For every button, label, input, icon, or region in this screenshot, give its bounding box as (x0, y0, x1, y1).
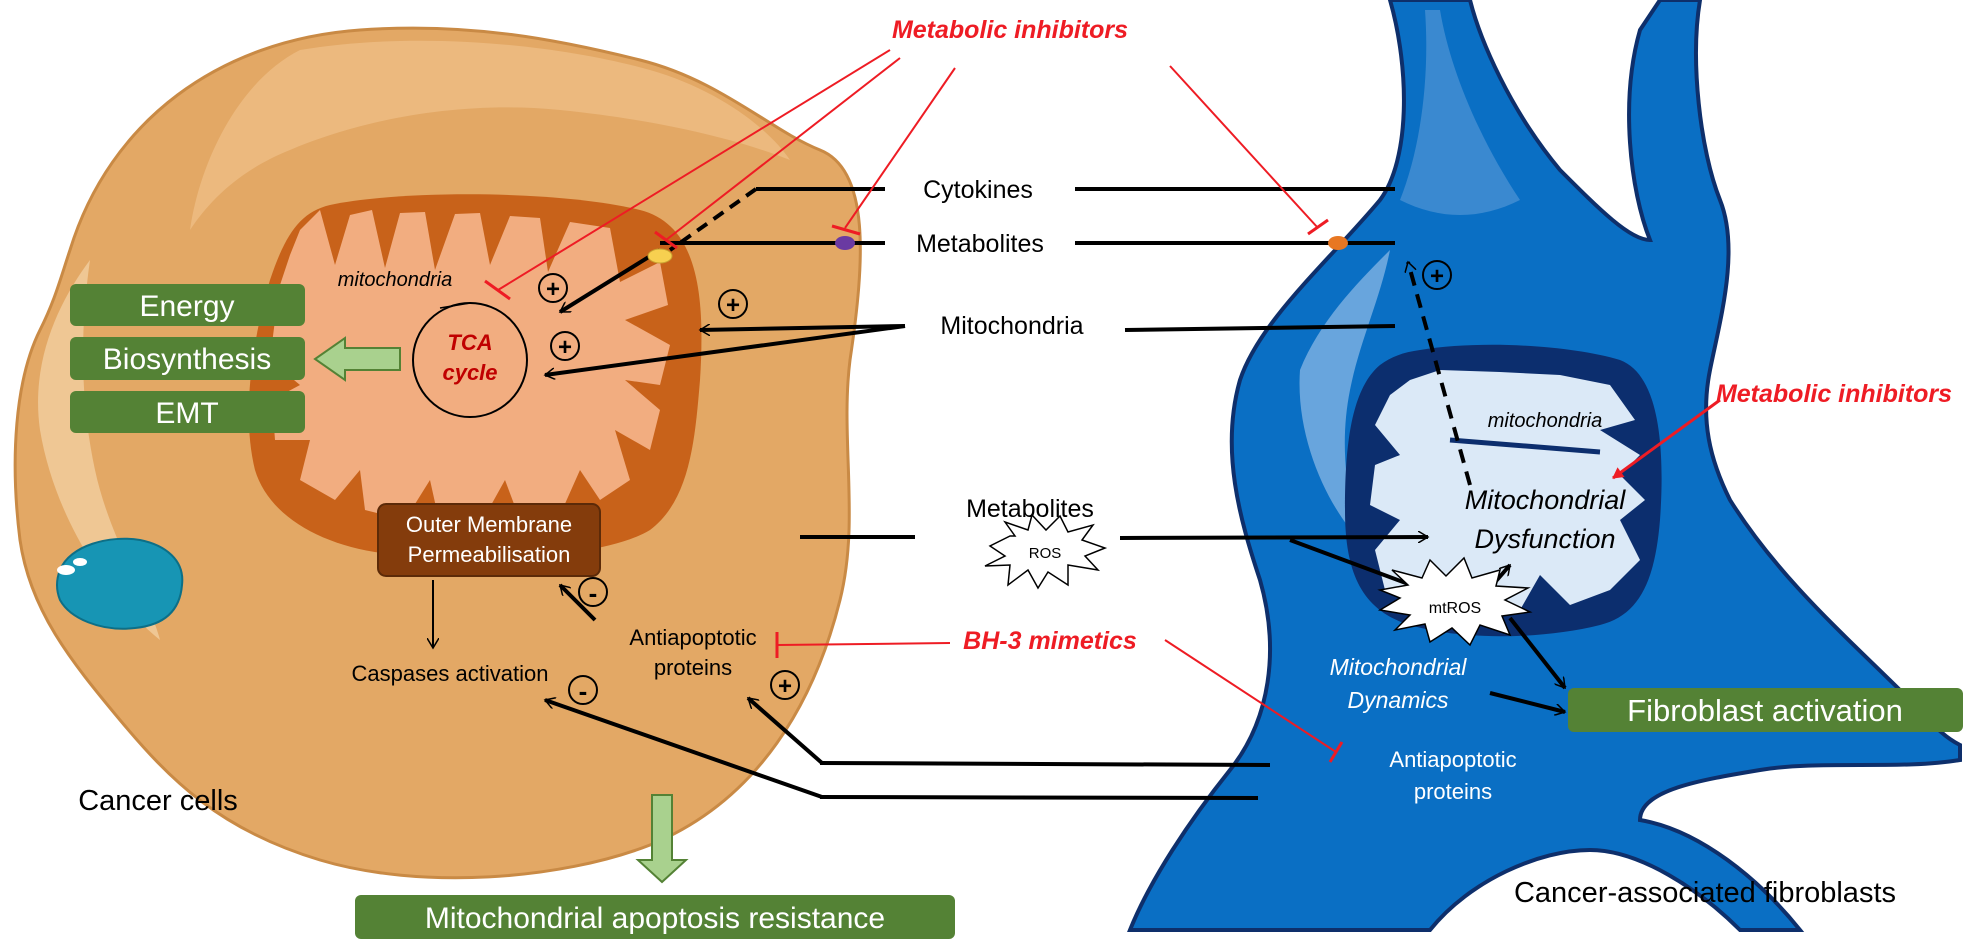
mitochondria-left-label: mitochondria (338, 269, 453, 291)
cancer-cell-highlight (190, 40, 790, 230)
cafs-label: Cancer-associated fibroblasts (1514, 877, 1896, 909)
svg-text:+: + (558, 334, 572, 361)
plus-sign: + (770, 670, 800, 700)
caspase-arrow (545, 700, 823, 799)
inhibitor-lines (484, 49, 1721, 763)
svg-text:+: + (726, 292, 740, 319)
omp-box: Outer Membrane Permeabilisation (377, 503, 601, 577)
signs: + + + + + - - (538, 260, 1452, 706)
minus-sign: - (578, 577, 608, 608)
svg-text:Mitochondrial apoptosis resist: Mitochondrial apoptosis resistance (425, 902, 885, 935)
apoptosis-resistance-box: Mitochondrial apoptosis resistance (355, 895, 955, 939)
antiapoptotic-left-1: Antiapoptotic (629, 625, 756, 650)
plus-sign: + (1422, 260, 1452, 290)
antiapoptotic-right-1: Antiapoptotic (1389, 747, 1516, 772)
plus-sign: + (550, 331, 580, 361)
plus-sign: + (718, 289, 748, 319)
caspases-label: Caspases activation (352, 661, 549, 686)
connectors (433, 187, 1567, 800)
svg-text:EMT: EMT (155, 397, 218, 430)
metabolic-inhibitors-top: Metabolic inhibitors (892, 16, 1128, 44)
metabolic-inhibitors-right: Metabolic inhibitors (1716, 380, 1952, 408)
energy-box: Energy (70, 284, 305, 326)
antiapoptotic-line-right-top (819, 761, 1271, 767)
mito-dysfunction-1: Mitochondrial (1465, 485, 1627, 515)
antiapoptotic-left-2: proteins (654, 655, 732, 680)
fibroblast-highlight-top (1400, 10, 1520, 215)
metabolites-top-label: Metabolites (916, 230, 1044, 258)
fibroblast-activation-box: Fibroblast activation (1568, 688, 1963, 732)
ros-starburst (984, 513, 1108, 590)
mitochondria-arrow-a (700, 326, 906, 330)
green-arrow-left (313, 336, 401, 382)
mitochondrion-fibroblast (1345, 344, 1662, 637)
mito-dynamics-1: Mitochondrial (1330, 654, 1468, 680)
antiapoptotic-arrow-up (746, 696, 824, 765)
svg-text:Permeabilisation: Permeabilisation (408, 542, 571, 567)
cancer-cells-label: Cancer cells (78, 785, 238, 817)
arrow-into-tca-top (560, 248, 662, 314)
svg-text:+: + (1430, 263, 1444, 290)
cytokines-label: Cytokines (923, 176, 1033, 204)
transporter-purple (835, 236, 855, 250)
transporter-yellow (647, 248, 673, 264)
cytokines-dashed (668, 187, 758, 252)
bh3-mimetics: BH-3 mimetics (963, 627, 1137, 655)
fibroblast-highlight (1299, 250, 1390, 540)
tca-label-2: cycle (442, 360, 497, 385)
green-arrow-down (635, 794, 689, 884)
fibroblast-cell (1127, 0, 1962, 932)
svg-text:-: - (579, 676, 588, 706)
antiapoptotic-to-omp (558, 583, 597, 622)
svg-text:Fibroblast activation: Fibroblast activation (1627, 693, 1903, 728)
svg-text:Outer Membrane: Outer Membrane (406, 512, 572, 537)
mtros-to-activation (1508, 616, 1567, 690)
nucleus (56, 537, 184, 630)
plus-sign: + (538, 273, 568, 303)
mito-dynamics-2: Dynamics (1348, 687, 1449, 713)
biosynthesis-box: Biosynthesis (70, 337, 305, 380)
cancer-cell (13, 26, 862, 880)
mitochondria-line-right (1124, 324, 1396, 332)
emt-box: EMT (70, 391, 305, 433)
mito-dysfunction-2: Dysfunction (1474, 524, 1615, 554)
svg-text:-: - (589, 578, 598, 608)
mitochondria-right-label: mitochondria (1488, 410, 1603, 432)
mtros-label: mtROS (1429, 600, 1481, 617)
minus-sign: - (568, 675, 598, 706)
metabolites-mid-arrow (1119, 537, 1428, 538)
ros-label: ROS (1029, 545, 1062, 562)
transporter-orange (1328, 236, 1348, 250)
metabolites-mid-label: Metabolites (966, 495, 1094, 523)
dynamics-to-activation (1489, 691, 1565, 712)
mitochondria-flow-label: Mitochondria (940, 312, 1083, 340)
svg-text:Biosynthesis: Biosynthesis (103, 343, 271, 376)
mitochondria-arrow-b (545, 324, 906, 375)
cancer-cell-highlight-left (38, 260, 160, 640)
fibroblast-dashed (1408, 262, 1472, 486)
tca-label-1: TCA (447, 330, 492, 355)
caspase-line-right (819, 795, 1259, 800)
antiapoptotic-right-2: proteins (1414, 779, 1492, 804)
svg-text:+: + (778, 673, 792, 700)
mtros-starburst (1377, 556, 1533, 647)
svg-text:+: + (546, 276, 560, 303)
svg-text:Energy: Energy (139, 290, 234, 323)
